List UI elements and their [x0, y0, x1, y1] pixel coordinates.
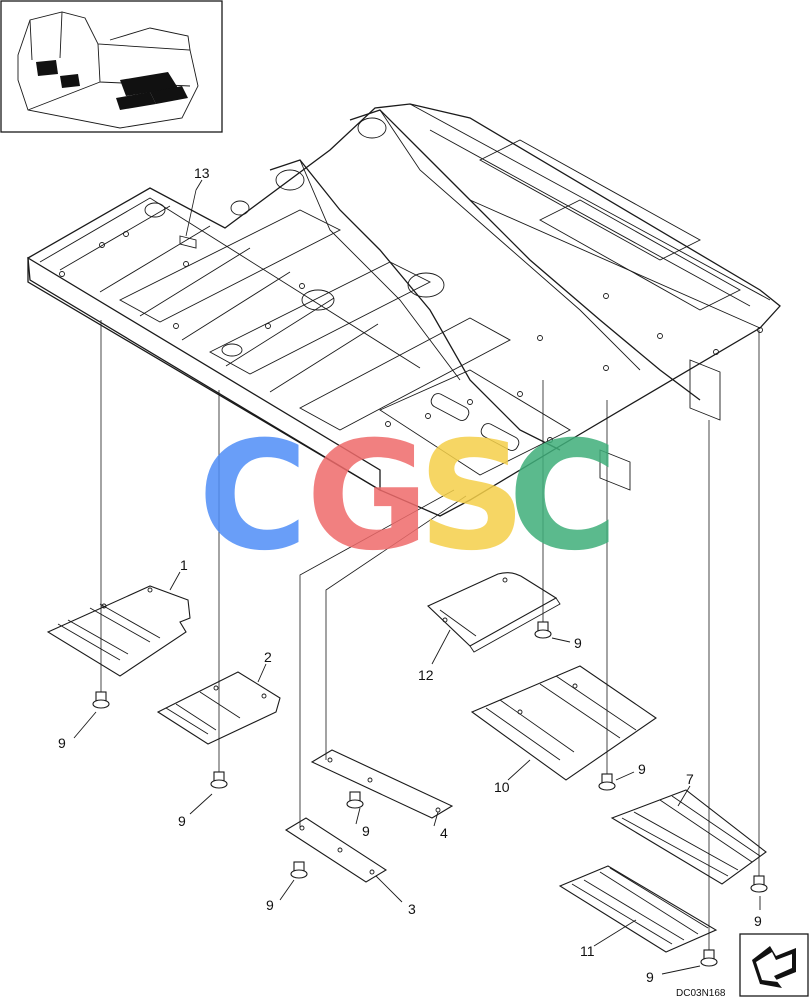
callout-2: 2 [264, 649, 272, 665]
bolt-9e [534, 621, 552, 639]
callout-4: 4 [440, 825, 448, 841]
part-10-plate [470, 665, 657, 781]
part-11-plate [558, 865, 718, 953]
callout-10: 10 [494, 779, 510, 795]
bolt-9d [290, 861, 308, 879]
alignment-lines [100, 189, 760, 950]
bolt-9a [92, 691, 110, 709]
callout-labels: 1 2 3 4 7 10 11 12 13 9 9 9 9 9 9 9 9 [58, 165, 762, 985]
bolt-group [92, 621, 768, 967]
location-thumbnail [0, 0, 223, 133]
bolt-9h [700, 949, 718, 967]
callout-9g: 9 [754, 913, 762, 929]
callout-9a: 9 [58, 735, 66, 751]
part-3-bar [284, 817, 388, 883]
view-direction-arrow-icon [739, 933, 809, 997]
upper-frame [27, 103, 781, 517]
part-7-plate [610, 789, 767, 885]
callout-9b: 9 [178, 813, 186, 829]
part-1-plate [46, 585, 191, 677]
watermark-letter-c2: C [508, 410, 618, 584]
part-12-plate [427, 572, 561, 653]
bolt-9c [346, 791, 364, 809]
callout-1: 1 [180, 557, 188, 573]
callout-9f: 9 [638, 761, 646, 777]
callout-13: 13 [194, 165, 210, 181]
bolt-9g [750, 875, 768, 893]
callout-3: 3 [408, 901, 416, 917]
drawing-code: DC03N168 [676, 988, 726, 999]
callout-9e: 9 [574, 635, 582, 651]
callout-7: 7 [686, 771, 694, 787]
bolt-9b [210, 771, 228, 789]
callout-9d: 9 [266, 897, 274, 913]
leader-lines [73, 179, 761, 975]
watermark-letter-c1: C [198, 410, 308, 584]
callout-9c: 9 [362, 823, 370, 839]
watermark-letter-g: G [306, 410, 429, 584]
part-4-bar [310, 749, 454, 819]
callout-9h: 9 [646, 969, 654, 985]
bolt-9f [598, 773, 616, 791]
callout-12: 12 [418, 667, 434, 683]
callout-11: 11 [580, 943, 595, 959]
watermark-letter-s: S [418, 410, 526, 584]
watermark: C G S C [198, 410, 618, 584]
